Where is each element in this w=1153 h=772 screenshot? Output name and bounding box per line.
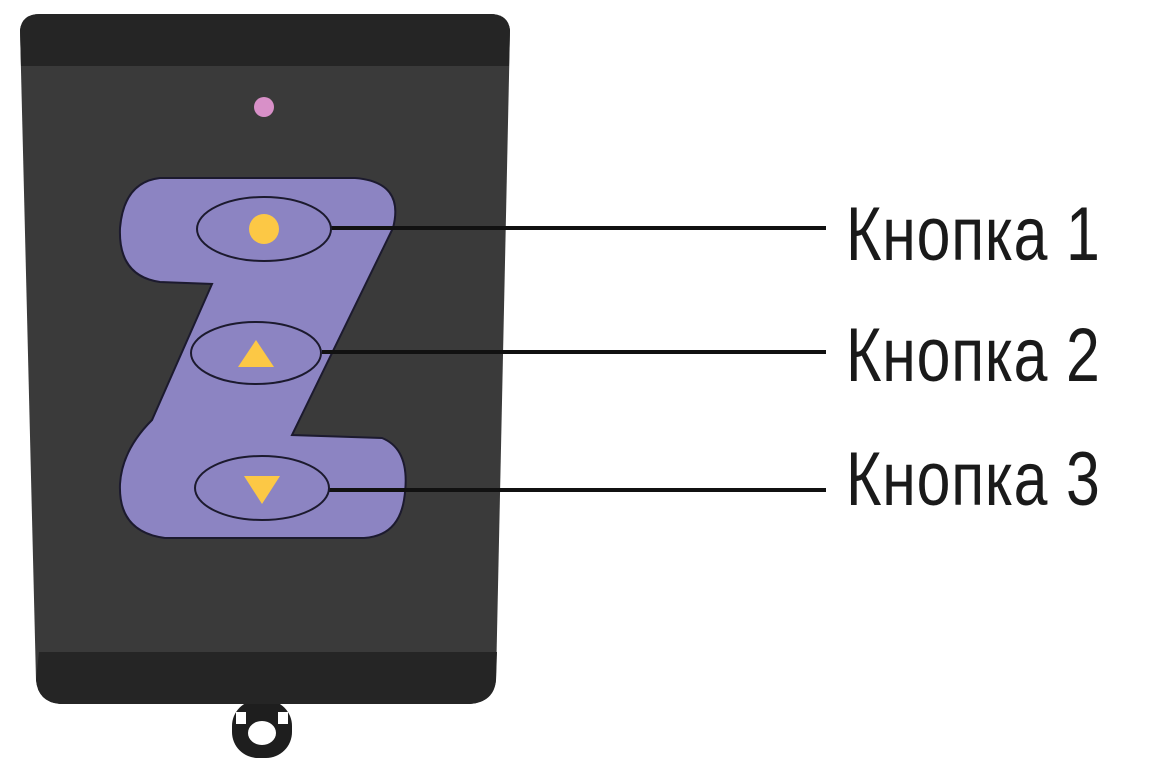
remote-bottom-band xyxy=(36,652,497,704)
remote-top-band xyxy=(20,14,510,66)
button-3[interactable] xyxy=(194,455,330,521)
button-1[interactable] xyxy=(196,196,332,262)
triangle-down-icon xyxy=(244,476,280,504)
led-indicator-icon xyxy=(254,97,274,117)
callout-lines xyxy=(322,226,826,492)
button-2[interactable] xyxy=(190,321,322,385)
triangle-up-icon xyxy=(238,340,274,367)
button-2-label: Кнопка 2 xyxy=(846,313,1101,398)
circle-icon xyxy=(249,214,279,244)
button-3-label: Кнопка 3 xyxy=(846,437,1101,522)
button-1-label: Кнопка 1 xyxy=(846,192,1101,277)
